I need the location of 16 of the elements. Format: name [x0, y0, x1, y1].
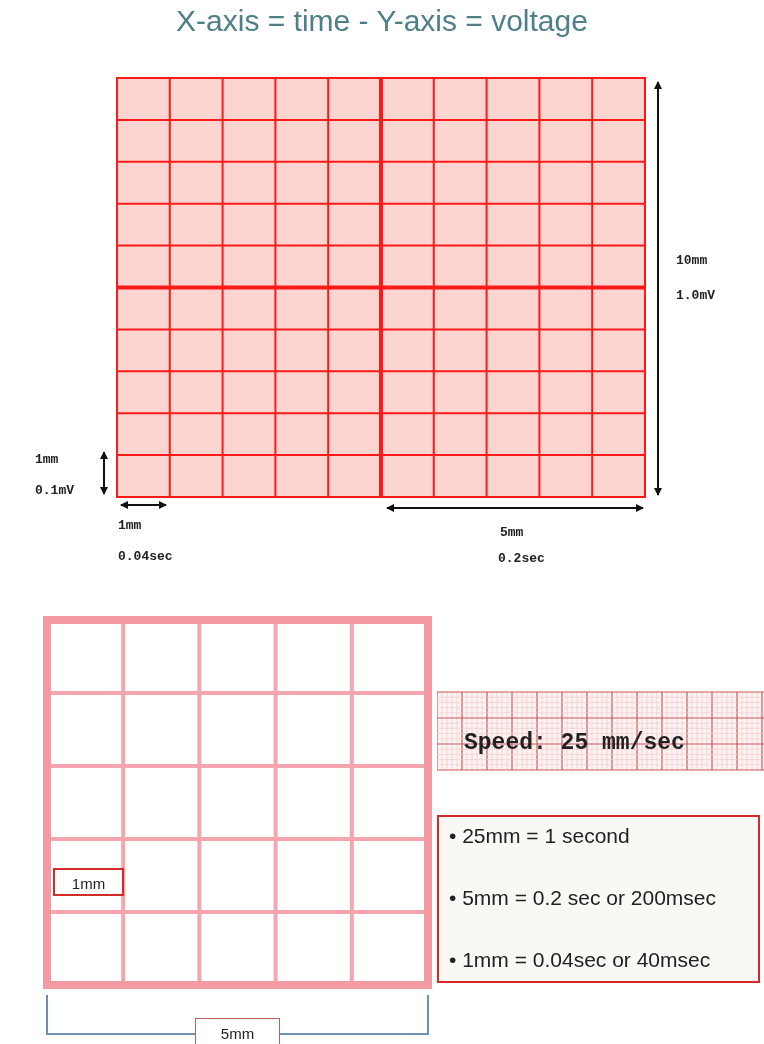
bullet-item: • 25mm = 1 second	[449, 823, 631, 849]
callout-label: 5mm	[195, 1018, 280, 1044]
dimension-label: 1.0mV	[676, 288, 715, 303]
note-box	[437, 815, 760, 983]
dimension-label: 0.04sec	[118, 549, 173, 564]
dimension-label: 1mm	[118, 518, 142, 533]
speed-label: Speed: 25 mm/sec	[464, 730, 685, 756]
bullet-item: • 5mm = 0.2 sec or 200msec	[449, 885, 718, 911]
dimension-label: 0.1mV	[35, 483, 74, 498]
callout-label: 1mm	[53, 868, 124, 896]
dimension-label: 10mm	[676, 253, 708, 268]
title: X-axis = time - Y-axis = voltage	[175, 4, 589, 38]
bullet-item: • 1mm = 0.04sec or 40msec	[449, 947, 712, 973]
dimension-label: 5mm	[500, 525, 524, 540]
dimension-label: 1mm	[35, 452, 59, 467]
dimension-label: 0.2sec	[498, 551, 545, 566]
